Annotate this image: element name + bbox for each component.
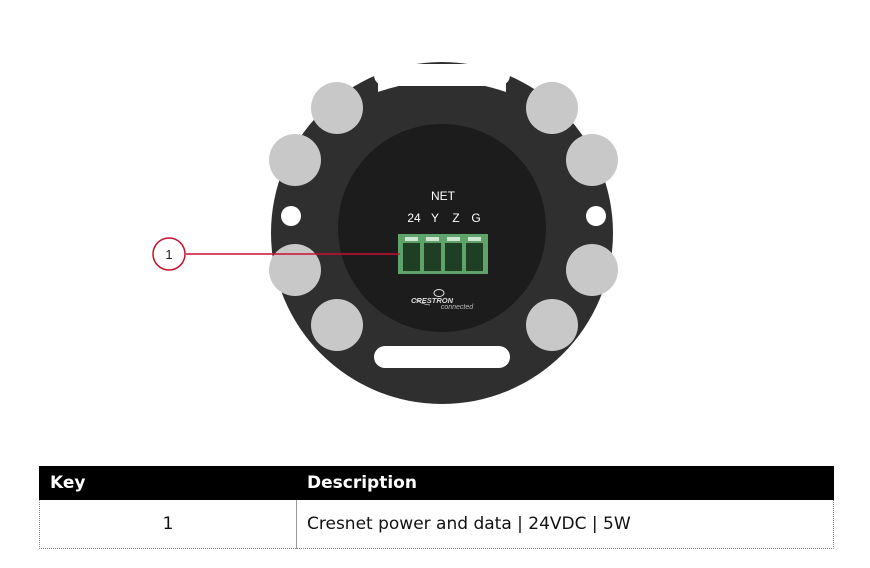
pad-lower-right bbox=[566, 244, 618, 296]
pad-top-left bbox=[311, 82, 363, 134]
svg-text:CRESTRON: CRESTRON bbox=[411, 296, 454, 305]
table-row: 1 Cresnet power and data | 24VDC | 5W bbox=[39, 499, 834, 549]
left-hole bbox=[281, 206, 301, 226]
cresnet-connector bbox=[398, 234, 488, 274]
mounting-pads bbox=[269, 82, 618, 351]
net-label: NET bbox=[431, 189, 456, 203]
key-column-header: Key bbox=[39, 466, 297, 500]
key-cell: 1 bbox=[39, 499, 297, 549]
pin-label-y: Y bbox=[431, 211, 439, 225]
right-hole bbox=[586, 206, 606, 226]
crestron-logo: CRESTRON connected bbox=[411, 289, 474, 311]
pin-label-z: Z bbox=[452, 211, 459, 225]
center-disc bbox=[338, 124, 546, 332]
pad-lower-left bbox=[269, 244, 321, 296]
pin-label-g: G bbox=[471, 211, 480, 225]
key-table: Key Description 1 Cresnet power and data… bbox=[39, 466, 834, 549]
pad-bottom-right bbox=[526, 299, 578, 351]
callout-number: 1 bbox=[165, 247, 172, 262]
description-cell: Cresnet power and data | 24VDC | 5W bbox=[296, 499, 834, 549]
device-diagram: NET 24 Y Z G CRESTRON connected 1 bbox=[152, 62, 618, 404]
description-column-header: Description bbox=[296, 466, 834, 500]
callout-circle bbox=[152, 237, 186, 271]
pad-upper-right bbox=[566, 134, 618, 186]
bottom-slot-opening bbox=[374, 346, 510, 368]
pad-upper-left bbox=[269, 134, 321, 186]
pad-top-right bbox=[526, 82, 578, 134]
pin-label-24: 24 bbox=[407, 211, 421, 225]
pad-bottom-left bbox=[311, 299, 363, 351]
svg-text:connected: connected bbox=[441, 304, 474, 311]
table-header-row: Key Description bbox=[39, 466, 834, 500]
top-slot-opening bbox=[374, 64, 510, 86]
